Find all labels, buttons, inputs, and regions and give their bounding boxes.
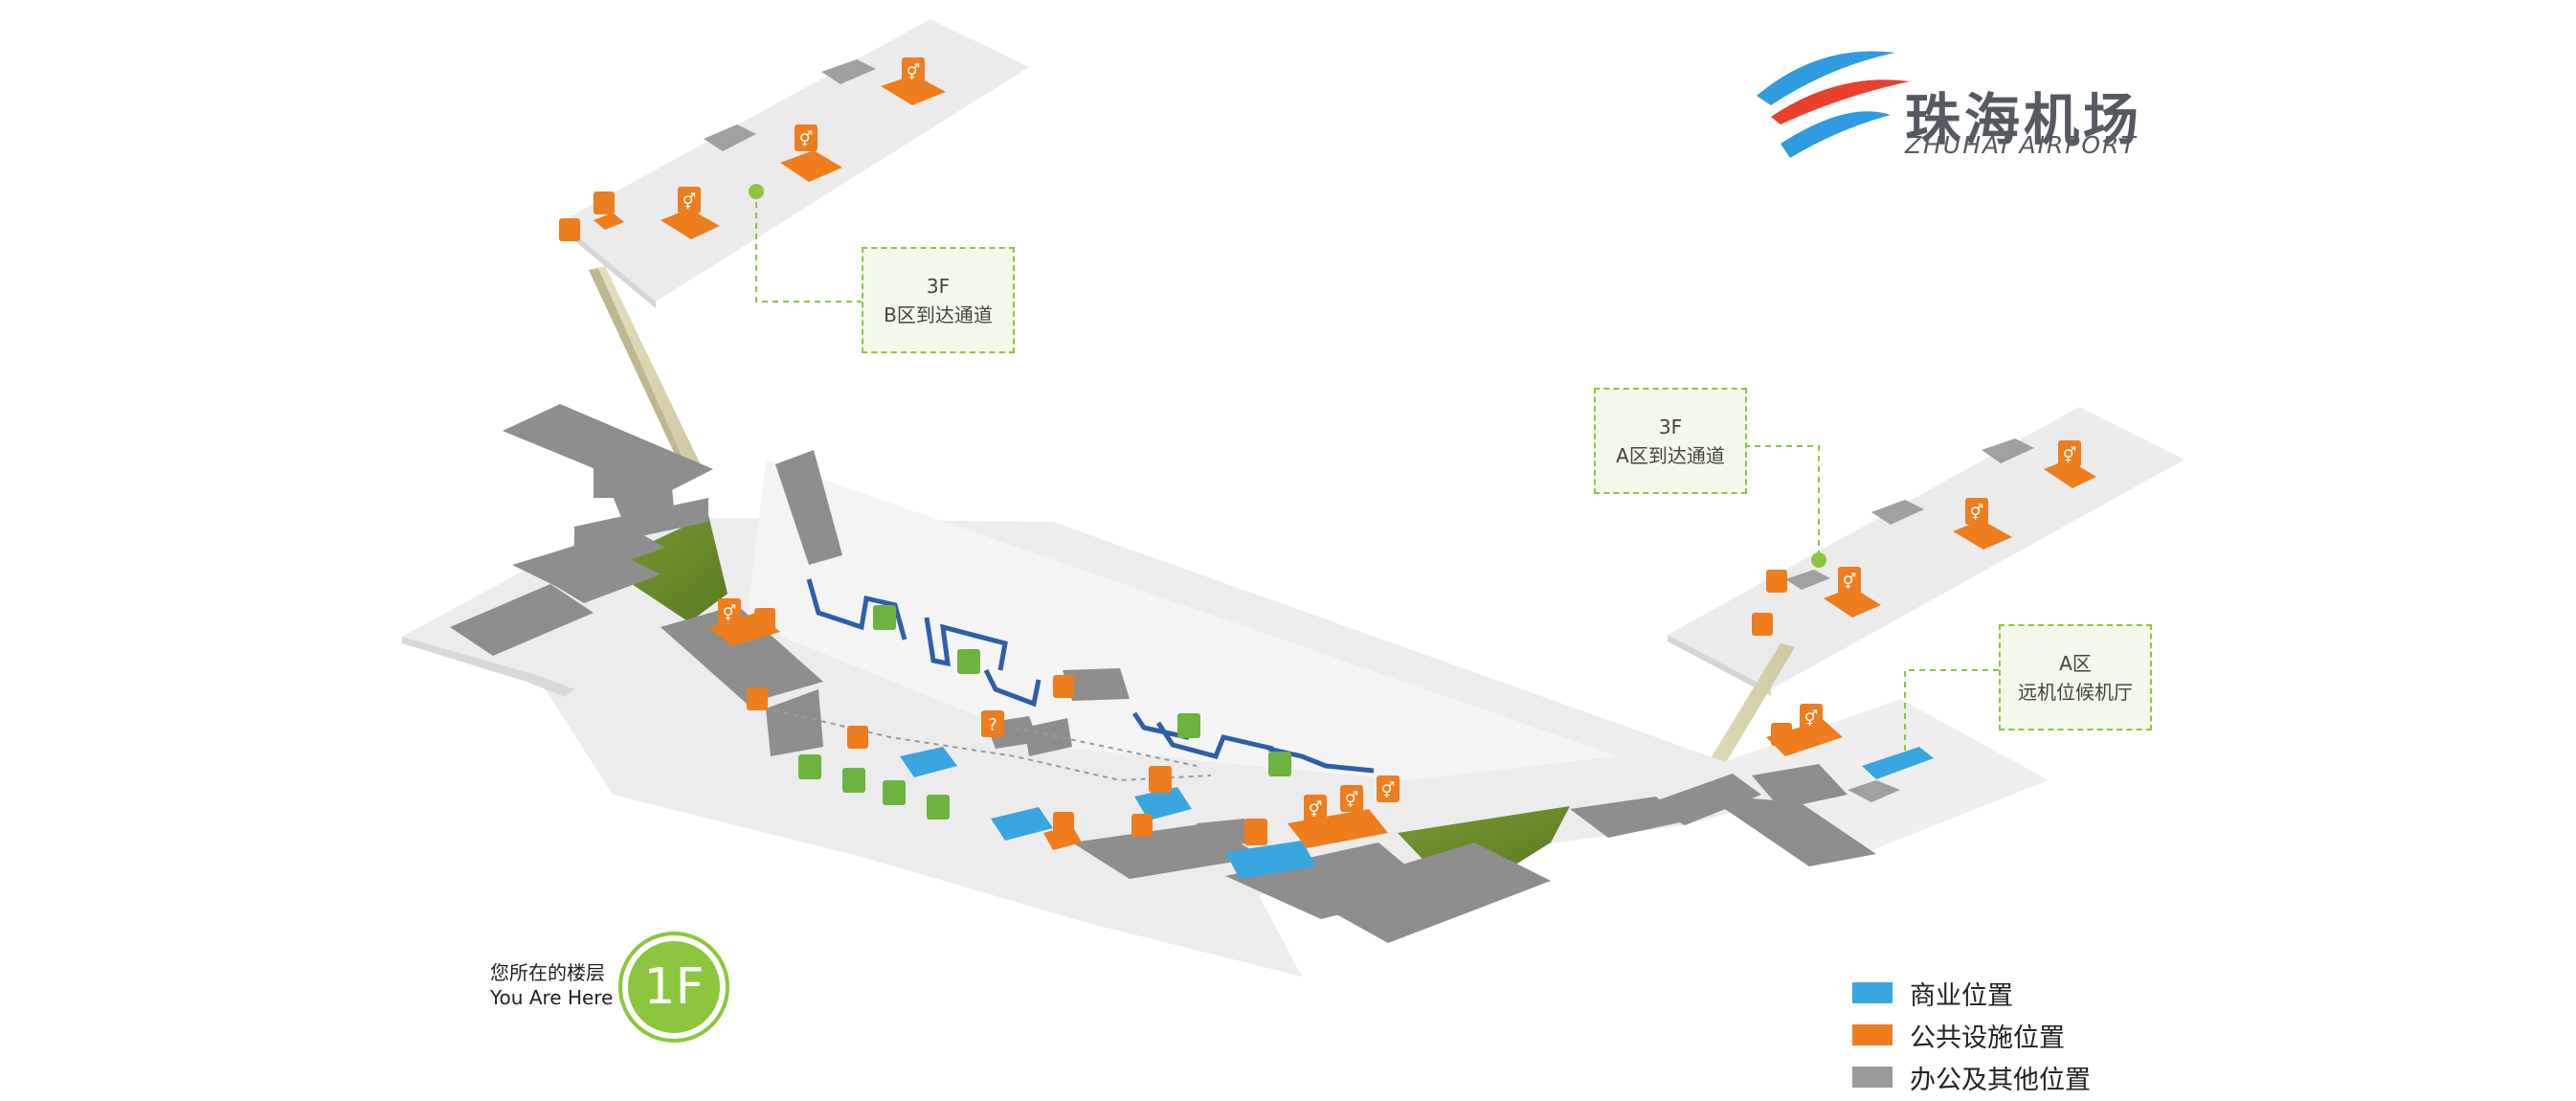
- baggage-cart-icon: [1766, 570, 1787, 593]
- shop-icon: [883, 780, 906, 805]
- svg-text:⚥: ⚥: [2063, 446, 2076, 464]
- toilet-icon: ⚥: [1340, 785, 1363, 812]
- toilet-icon: ⚥: [1838, 567, 1861, 594]
- svg-text:⚥: ⚥: [1309, 800, 1322, 819]
- baggage-cart-icon: [754, 608, 775, 631]
- toilet-icon: ⚥: [718, 598, 741, 625]
- svg-text:⚥: ⚥: [1970, 504, 1983, 522]
- restaurant-icon: [847, 726, 868, 749]
- toilet-icon: ⚥: [2058, 440, 2081, 467]
- svg-text:⚥: ⚥: [1381, 781, 1395, 799]
- legend-label: 办公及其他位置: [1910, 1065, 2091, 1095]
- svg-text:⚥: ⚥: [799, 130, 813, 148]
- security-check-icon: [1177, 713, 1200, 738]
- svg-text:⚥: ⚥: [683, 192, 696, 211]
- charging-icon: [747, 687, 768, 710]
- baggage-cart-icon: [1053, 812, 1074, 835]
- restaurant-icon: [1149, 766, 1172, 793]
- facility-icons: ⚥ ⚥ ⚥ ⚥ ⚥ ⚥ ⚥ ⚥ ? ⚥ ⚥ ⚥: [559, 57, 2081, 845]
- baggage-cart-icon: [594, 191, 615, 214]
- svg-text:⚥: ⚥: [907, 63, 920, 81]
- legend-label: 公共设施位置: [1910, 1022, 2065, 1053]
- a-passage-marker: [1811, 552, 1826, 568]
- toilet-icon: ⚥: [1304, 795, 1327, 821]
- security-check-icon: [957, 649, 980, 674]
- luggage-icon: [1752, 613, 1773, 636]
- svg-text:⚥: ⚥: [723, 604, 736, 622]
- b-passage-marker: [749, 184, 764, 199]
- information-icon: ?: [981, 710, 1004, 737]
- callout-a-zone-passage: 3F A区到达通道: [1594, 388, 1747, 494]
- legend-item-public: 公共设施位置: [1852, 1017, 2091, 1053]
- callout-b-zone-passage: 3F B区到达通道: [862, 247, 1015, 353]
- toilet-icon: ⚥: [678, 187, 701, 213]
- callout-label: 远机位候机厅: [2018, 680, 2133, 704]
- baggage-cart-icon: [1771, 723, 1792, 746]
- legend-swatch: [1852, 1024, 1893, 1045]
- shop-icon: [927, 795, 950, 820]
- current-floor-badge: 1F: [622, 935, 726, 1039]
- callout-label: B区到达通道: [884, 303, 993, 326]
- commercial-blocks: [900, 747, 1934, 879]
- toilet-icon: ⚥: [902, 57, 925, 84]
- svg-text:⚥: ⚥: [1804, 709, 1818, 728]
- shop-icon: [842, 768, 865, 793]
- shop-icon: [798, 754, 821, 779]
- callout-label: A区到达通道: [1616, 443, 1725, 467]
- toilet-icon: ⚥: [1965, 498, 1988, 525]
- callout-floor: 3F: [926, 274, 951, 298]
- airport-logo-name-en: ZHUHAI AIRPORT: [1905, 131, 2138, 159]
- airport-logo-name: 珠海机场: [1905, 87, 2143, 152]
- you-are-here-label-en: You Are Here: [490, 986, 614, 1009]
- callout-zone: A区: [2059, 651, 2092, 675]
- airport-logo-mark: [1757, 51, 1910, 158]
- toilet-icon: ⚥: [1800, 704, 1823, 730]
- legend-item-office: 办公及其他位置: [1852, 1059, 2091, 1095]
- you-are-here-label-cn: 您所在的楼层: [490, 961, 605, 984]
- callout-floor: 3F: [1658, 415, 1683, 438]
- toilet-icon: ⚥: [1377, 775, 1400, 802]
- legend-item-commercial: 商业位置: [1852, 975, 2091, 1011]
- public-facility-blocks: [594, 75, 2096, 850]
- security-check-icon: [873, 605, 896, 630]
- garden-area-west: [603, 515, 728, 622]
- legend-swatch: [1852, 982, 1893, 1003]
- luggage-icon: [1131, 814, 1153, 837]
- restaurant-icon: [1244, 819, 1267, 845]
- security-check-icon: [1268, 752, 1291, 776]
- map-legend: 商业位置 公共设施位置 办公及其他位置: [1852, 975, 2091, 1101]
- charging-icon: [1053, 675, 1074, 698]
- svg-text:⚥: ⚥: [1843, 573, 1856, 591]
- legend-swatch: [1852, 1067, 1893, 1088]
- svg-text:?: ?: [988, 715, 997, 735]
- legend-label: 商业位置: [1910, 980, 2013, 1011]
- toilet-icon: ⚥: [795, 124, 818, 151]
- callout-a-zone-remote-hall: A区 远机位候机厅: [1999, 624, 2152, 730]
- luggage-icon: [559, 218, 580, 241]
- callout-connectors: [755, 191, 1999, 752]
- svg-text:⚥: ⚥: [1345, 791, 1358, 809]
